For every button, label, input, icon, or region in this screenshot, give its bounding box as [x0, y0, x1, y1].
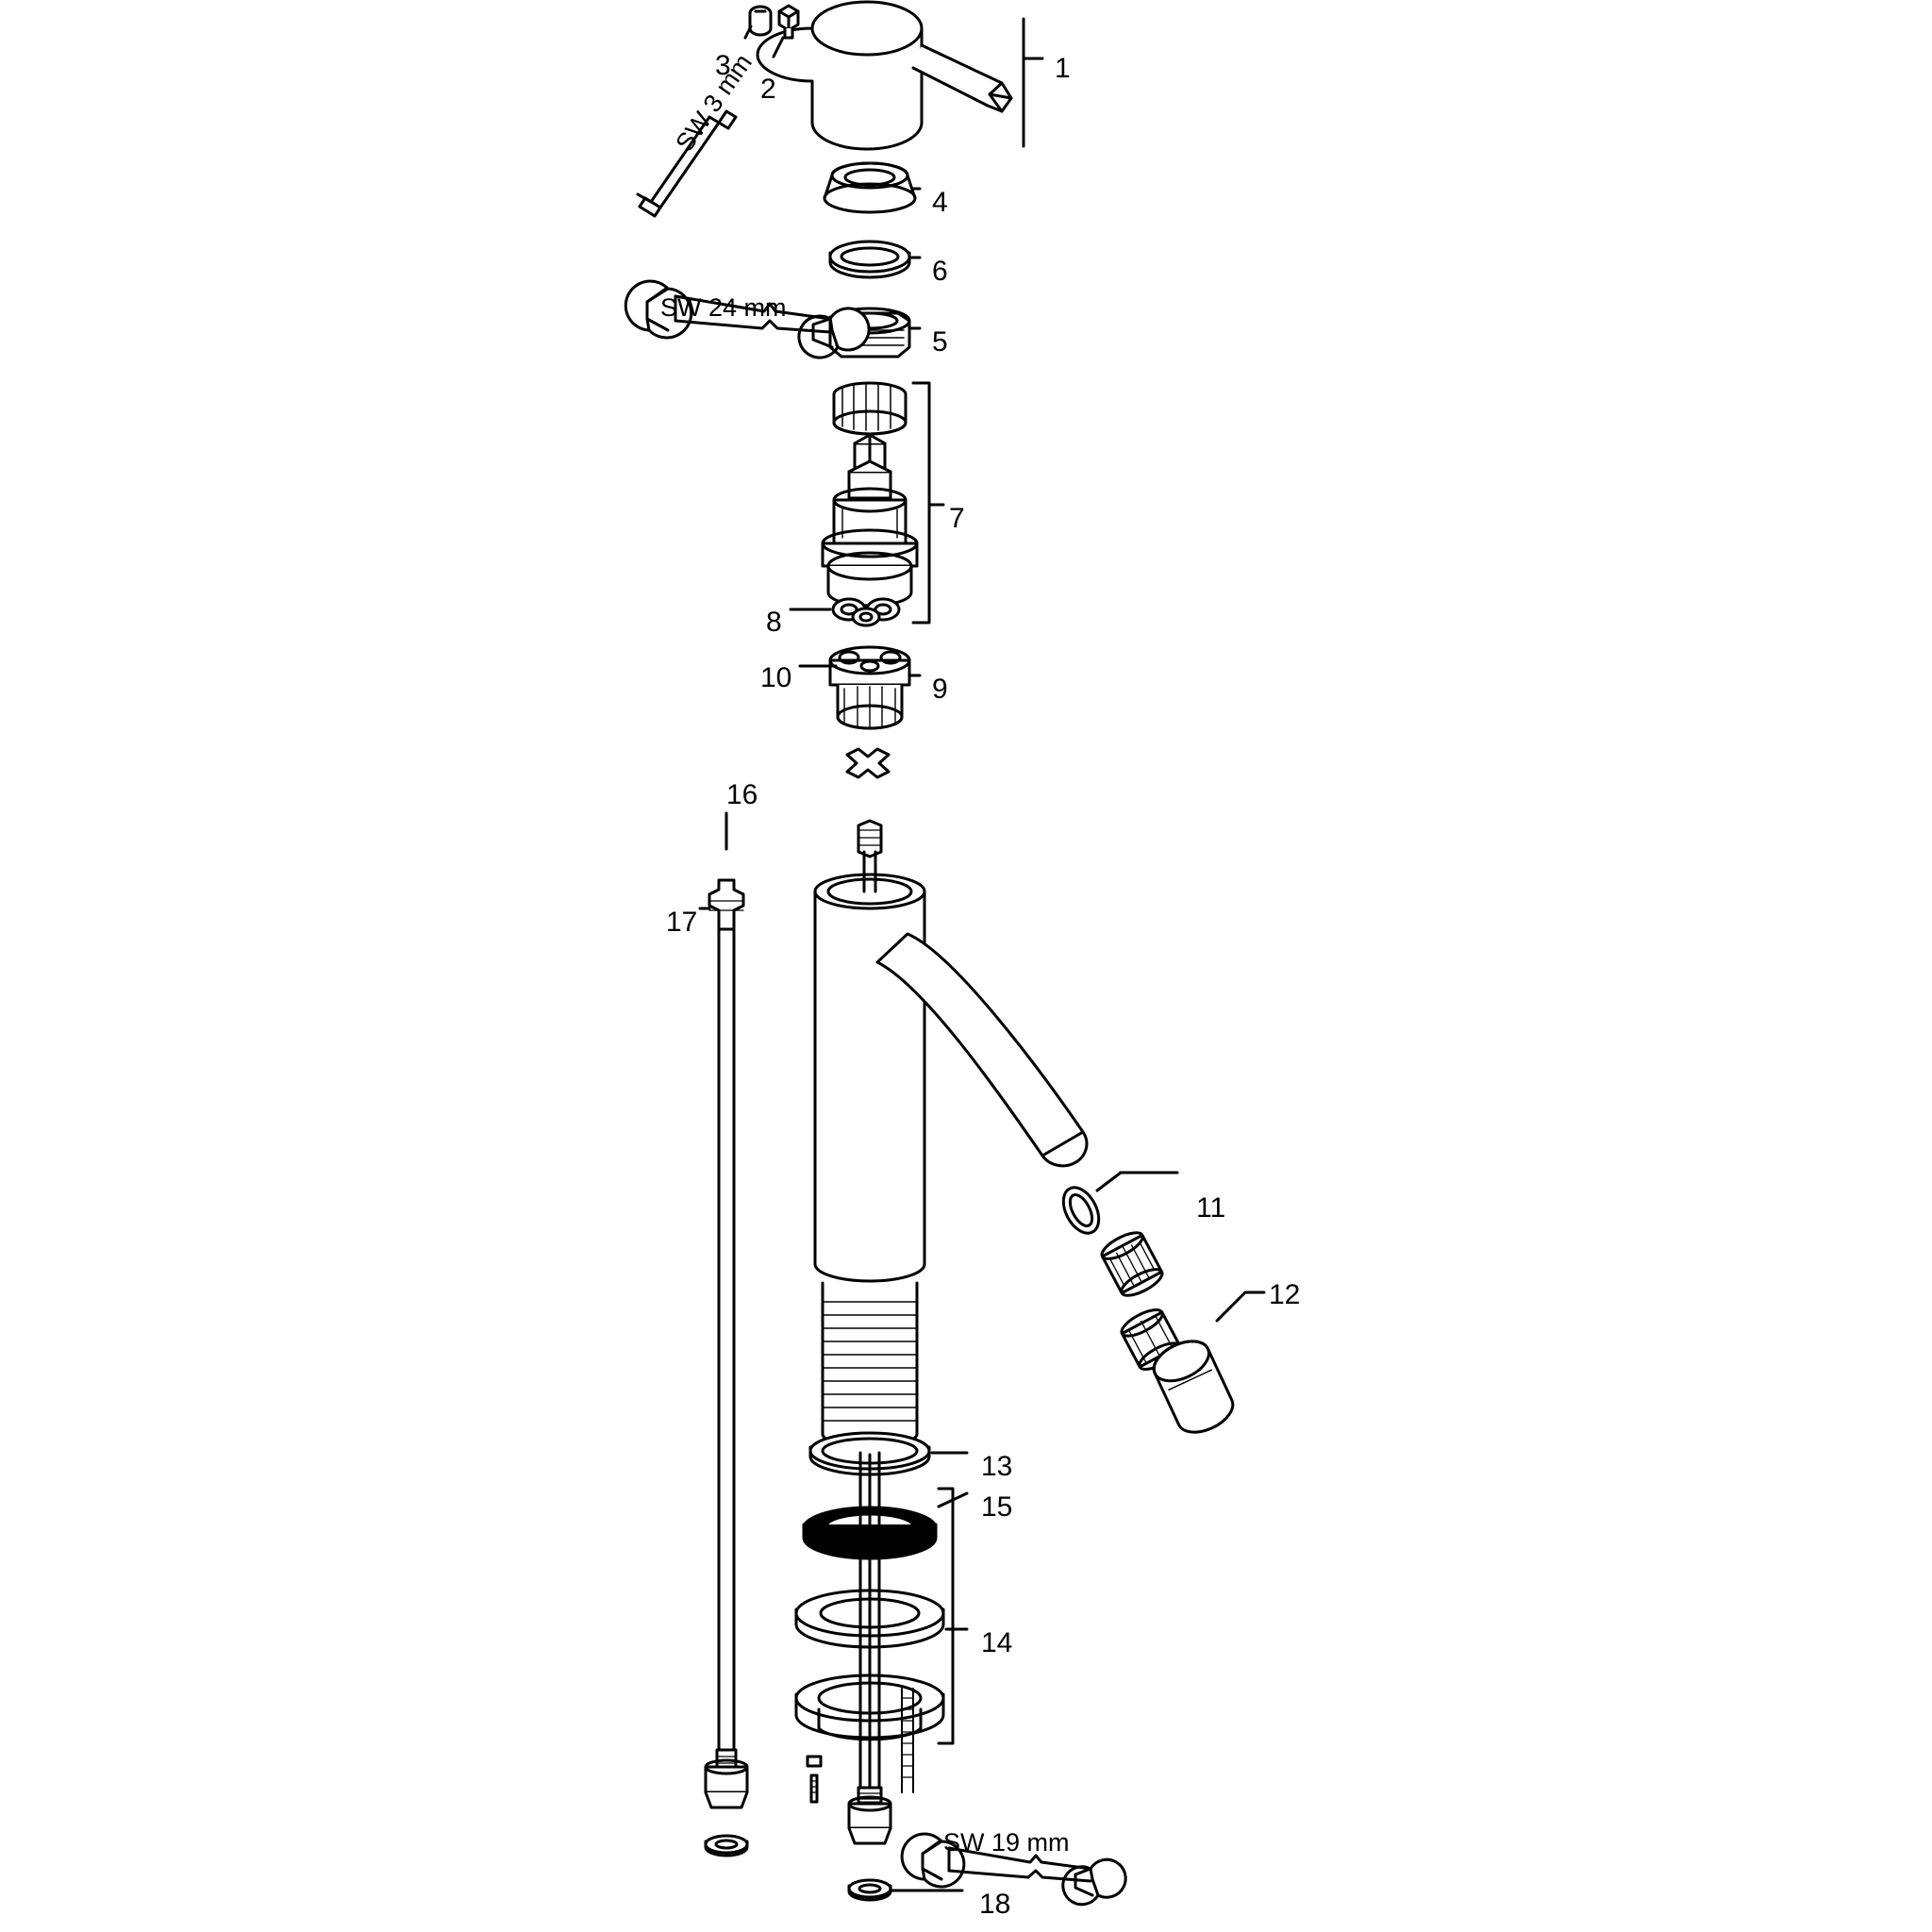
part-seals [831, 597, 901, 627]
part-washer-6 [828, 240, 911, 279]
part-cross-clip [845, 747, 891, 779]
part-number-1: 1 [1055, 53, 1071, 84]
part-number-16: 16 [726, 779, 758, 810]
part-aerator [1061, 1186, 1182, 1371]
part-number-9: 9 [932, 674, 948, 705]
part-number-5: 5 [932, 326, 948, 358]
tool-wrench-24 [624, 279, 871, 359]
part-grub-screw [777, 4, 800, 40]
part-cartridge [821, 381, 919, 608]
part-small-screw [806, 1755, 823, 1804]
part-number-11: 11 [1196, 1192, 1226, 1224]
part-cone-sleeve [823, 161, 917, 214]
part-number-4: 4 [932, 187, 948, 218]
part-number-7: 7 [949, 503, 965, 534]
part-number-13: 13 [981, 1451, 1013, 1482]
part-plug [748, 5, 773, 37]
tool-wrench-19 [900, 1832, 1127, 1907]
part-number-6: 6 [932, 256, 948, 287]
part-number-15: 15 [981, 1491, 1013, 1523]
part-base-body [828, 645, 911, 730]
tool-size-label: SW 24 mm [660, 293, 787, 322]
part-number-2: 2 [760, 74, 776, 105]
part-stud [901, 1688, 914, 1793]
part-number-14: 14 [981, 1627, 1013, 1658]
tool-size-label: SW 19 mm [943, 1828, 1070, 1857]
part-number-8: 8 [766, 607, 782, 638]
tool-allen-key [636, 109, 738, 218]
part-number-3: 3 [715, 50, 731, 81]
part-cap-12 [1152, 1340, 1235, 1434]
part-number-17: 17 [666, 907, 698, 938]
part-body-tube [813, 819, 1089, 1449]
part-number-12: 12 [1269, 1279, 1301, 1310]
part-lever-handle [756, 0, 1013, 151]
part-number-18: 18 [979, 1889, 1011, 1920]
part-hose-right [847, 1451, 892, 1902]
part-hose-left [704, 878, 749, 1857]
part-number-10: 10 [760, 662, 792, 693]
